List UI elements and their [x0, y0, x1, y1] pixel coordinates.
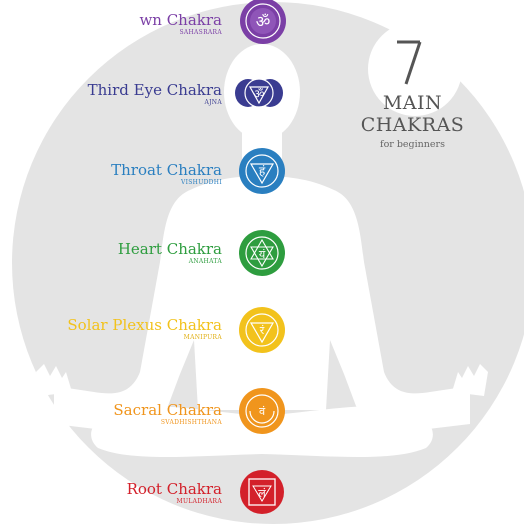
chakra-sanskrit: SAHASRARA [179, 29, 222, 36]
svg-text:लं: लं [258, 487, 266, 500]
chakra-name: Third Eye Chakra [87, 81, 222, 99]
third-eye-chakra-icon: ॐ [235, 78, 283, 108]
chakra-label-root: Root Chakra MULADHARA [127, 481, 222, 506]
chakra-name: Root Chakra [126, 480, 222, 498]
chakra-name: Throat Chakra [111, 161, 222, 179]
throat-chakra-icon: हं [239, 148, 285, 194]
chakra-sanskrit: SVADHISHTHANA [160, 419, 222, 426]
chakra-sanskrit: AJNA [204, 99, 222, 106]
sacral-chakra-icon: वं [239, 388, 285, 434]
solar-plexus-chakra-icon: रं [239, 307, 285, 353]
chakra-label-crown: wn Chakra SAHASRARA [139, 12, 222, 37]
chakra-label-throat: Throat Chakra VISHUDDHI [111, 162, 222, 187]
heart-chakra-icon: यं [239, 230, 285, 276]
chakra-sanskrit: ANAHATA [188, 258, 222, 265]
count-seven: 7 [394, 34, 424, 88]
svg-text:हं: हं [259, 164, 266, 178]
chakra-label-sacral: Sacral Chakra SVADHISHTHANA [113, 402, 222, 427]
chakra-sanskrit: VISHUDDHI [180, 179, 222, 186]
chakra-label-solar-plexus: Solar Plexus Chakra MANIPURA [67, 317, 222, 342]
chakra-name: Heart Chakra [117, 240, 222, 258]
svg-text:रं: रं [260, 324, 265, 337]
root-chakra-icon: लं [240, 470, 284, 514]
subtitle: for beginners [380, 139, 445, 150]
svg-text:यं: यं [259, 248, 266, 261]
chakra-label-heart: Heart Chakra ANAHATA [118, 241, 222, 266]
chakra-name: wn Chakra [139, 11, 222, 29]
chakra-label-third-eye: Third Eye Chakra AJNA [88, 82, 222, 107]
chakra-sanskrit: MANIPURA [183, 334, 222, 341]
svg-text:ॐ: ॐ [256, 12, 271, 31]
svg-text:वं: वं [259, 405, 266, 418]
chakra-name: Solar Plexus Chakra [67, 316, 222, 334]
title-line-1: MAIN [382, 92, 443, 114]
svg-text:ॐ: ॐ [254, 87, 265, 101]
title-block: MAIN CHAKRAS for beginners [355, 92, 470, 150]
chakra-name: Sacral Chakra [113, 401, 222, 419]
chakra-sanskrit: MULADHARA [176, 498, 222, 505]
title-badge [368, 22, 462, 116]
title-line-2: CHAKRAS [360, 114, 465, 136]
crown-chakra-icon: ॐ [240, 0, 286, 44]
